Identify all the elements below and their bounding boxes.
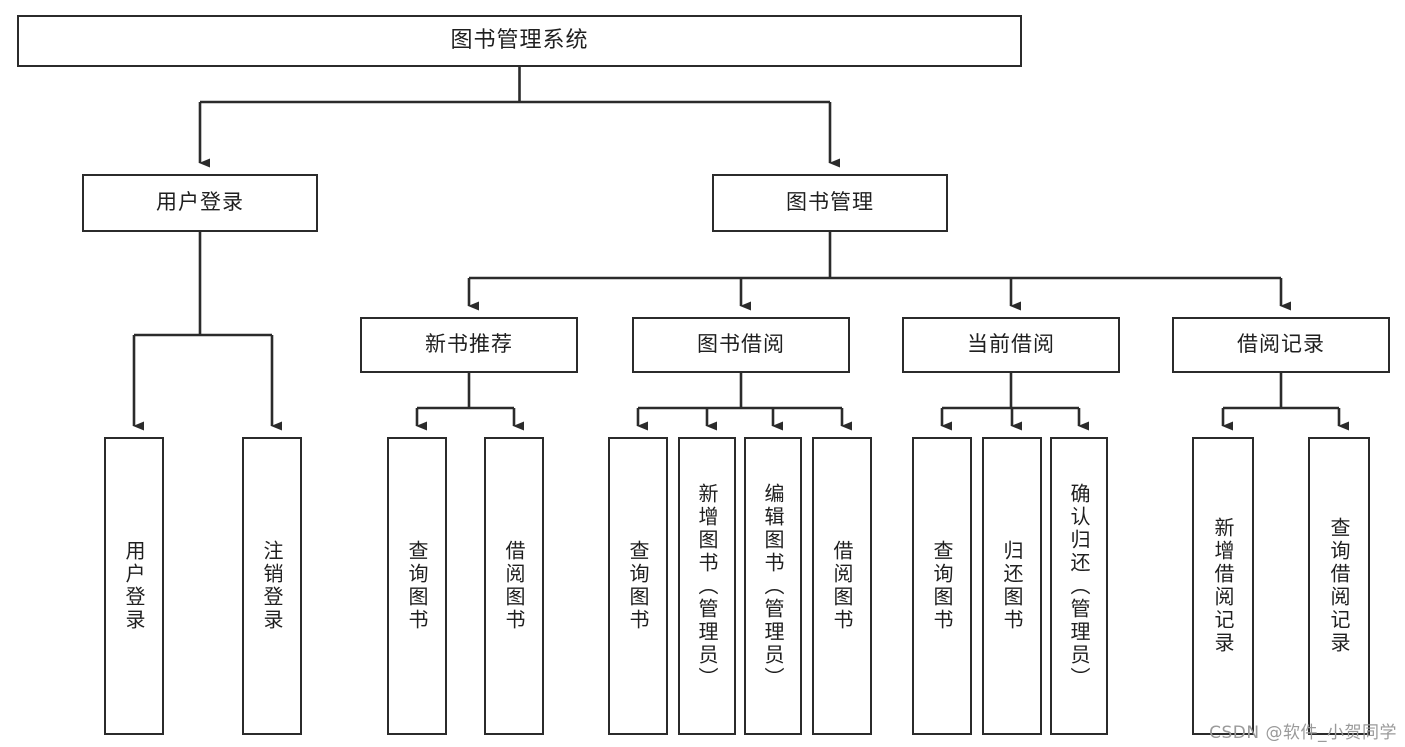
node-l-borrow1[interactable]: 借阅图书 — [484, 437, 544, 735]
node-l-editbook[interactable]: 编辑图书（管理员） — [744, 437, 802, 735]
node-label: 图书借阅 — [697, 332, 785, 357]
node-label: 用户登录 — [122, 540, 146, 632]
node-l-query3[interactable]: 查询图书 — [912, 437, 972, 735]
node-label: 图书管理 — [786, 190, 874, 215]
node-label: 编辑图书（管理员） — [761, 482, 785, 690]
node-current[interactable]: 当前借阅 — [902, 317, 1120, 373]
node-label: 借阅图书 — [502, 540, 526, 632]
node-l-addbook[interactable]: 新增图书（管理员） — [678, 437, 736, 735]
node-login[interactable]: 用户登录 — [82, 174, 318, 232]
node-label: 借阅记录 — [1237, 332, 1325, 357]
node-l-borrow2[interactable]: 借阅图书 — [812, 437, 872, 735]
node-label: 借阅图书 — [830, 540, 854, 632]
node-label: 用户登录 — [156, 190, 244, 215]
node-label: 新增图书（管理员） — [695, 482, 719, 690]
node-l-addrec[interactable]: 新增借阅记录 — [1192, 437, 1254, 735]
node-label: 确认归还（管理员） — [1067, 482, 1091, 690]
node-label: 查询图书 — [405, 540, 429, 632]
node-l-query2[interactable]: 查询图书 — [608, 437, 668, 735]
node-label: 图书管理系统 — [450, 27, 589, 53]
node-root[interactable]: 图书管理系统 — [17, 15, 1022, 67]
node-label: 查询图书 — [626, 540, 650, 632]
node-l-return[interactable]: 归还图书 — [982, 437, 1042, 735]
node-bookmgmt[interactable]: 图书管理 — [712, 174, 948, 232]
node-label: 注销登录 — [260, 540, 284, 632]
node-newbook[interactable]: 新书推荐 — [360, 317, 578, 373]
node-l-confirm[interactable]: 确认归还（管理员） — [1050, 437, 1108, 735]
node-borrow[interactable]: 图书借阅 — [632, 317, 850, 373]
node-records[interactable]: 借阅记录 — [1172, 317, 1390, 373]
node-l-queryrec[interactable]: 查询借阅记录 — [1308, 437, 1370, 735]
node-l-userlogin[interactable]: 用户登录 — [104, 437, 164, 735]
node-l-query1[interactable]: 查询图书 — [387, 437, 447, 735]
node-label: 新书推荐 — [425, 332, 513, 357]
node-label: 查询借阅记录 — [1327, 517, 1351, 655]
node-l-logout[interactable]: 注销登录 — [242, 437, 302, 735]
watermark-text: CSDN @软件_小贺同学 — [1209, 723, 1397, 743]
node-label: 查询图书 — [930, 540, 954, 632]
node-label: 归还图书 — [1000, 540, 1024, 632]
node-label: 新增借阅记录 — [1211, 517, 1235, 655]
node-label: 当前借阅 — [967, 332, 1055, 357]
